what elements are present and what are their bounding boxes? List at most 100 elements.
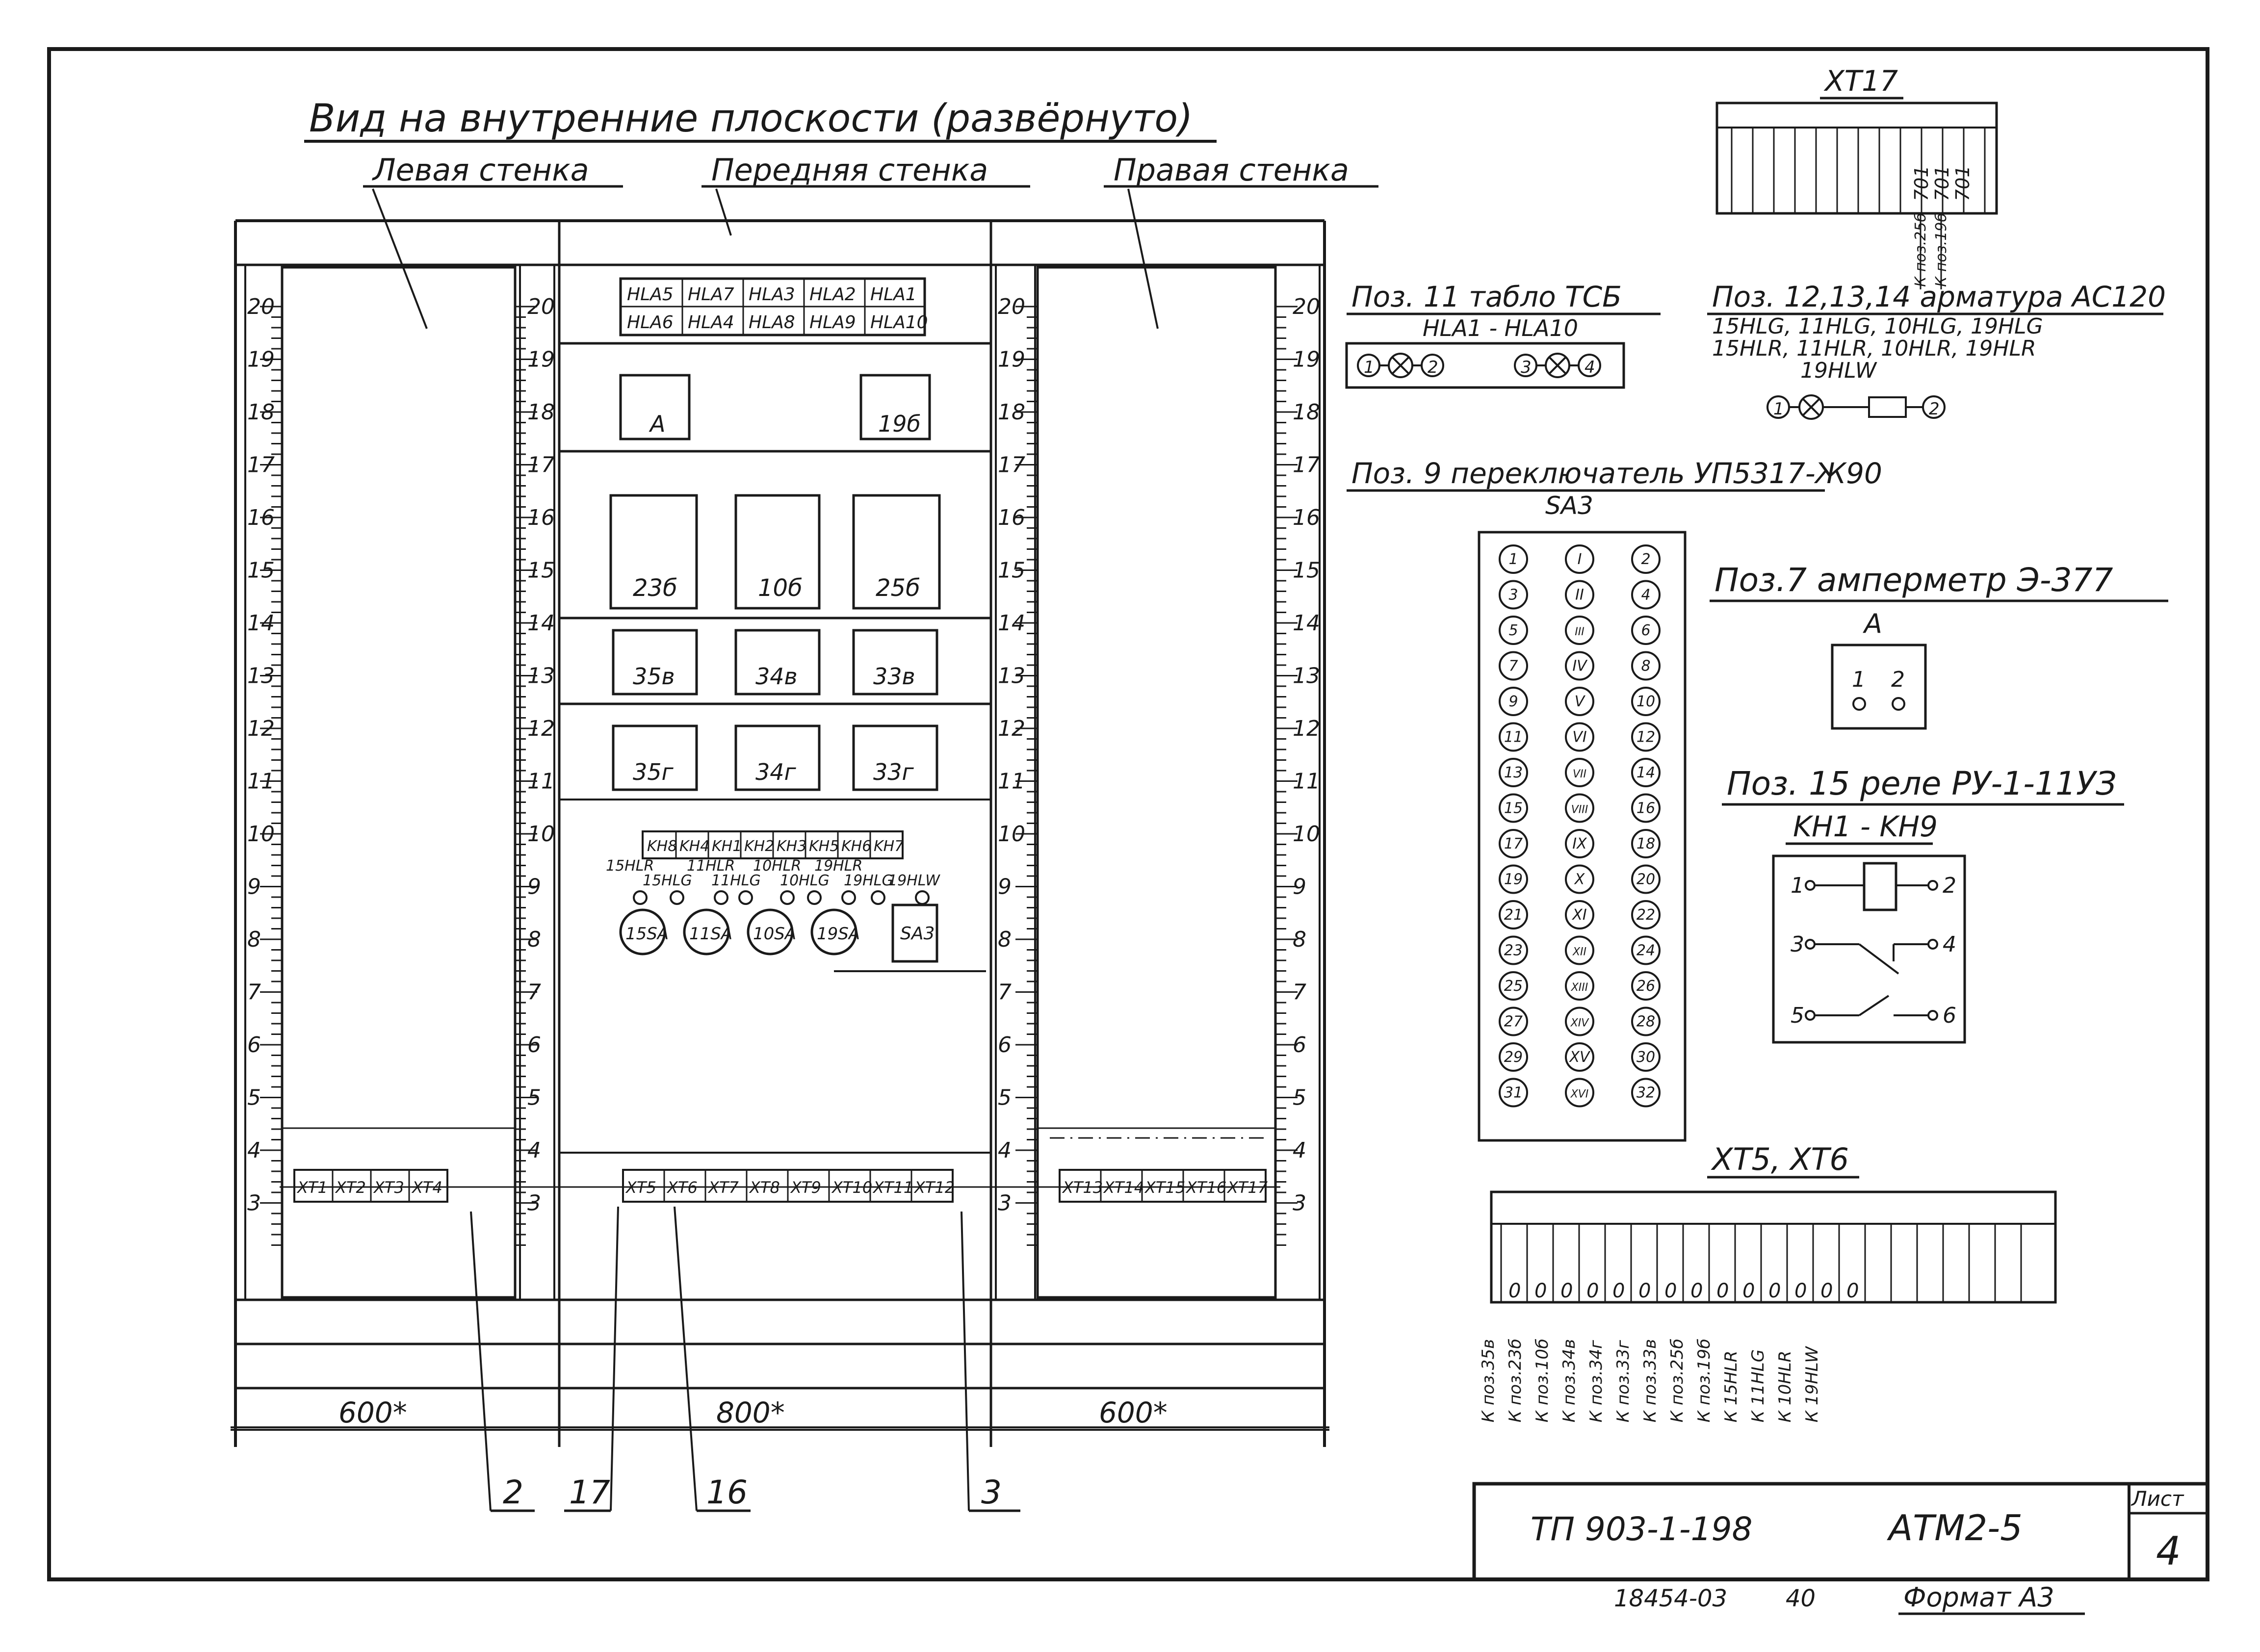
poz9-contact: 18 [1637,835,1655,852]
rail-number: 9 [527,875,541,900]
rail-number: 10 [1293,822,1320,847]
poz9-contact: 9 [1508,693,1518,710]
rail-number: 8 [1293,927,1306,952]
poz7-pin-1: 1 [1852,667,1866,692]
rail-number: 11 [527,769,555,794]
poz12-armatura: Поз. 12,13,14 арматура АС120 15HLG, 11HL… [1707,280,2166,420]
device-35v: 35в [633,663,675,690]
device-34g: 34г [755,759,797,785]
device-33v: 33в [873,663,915,690]
xt56-wire: К 11HLG [1748,1349,1768,1422]
rail-number: 8 [527,927,541,952]
footer-num2: 40 [1786,1585,1816,1612]
poz9-contact: I [1578,551,1582,568]
lamp-label: 11HLG [711,872,761,889]
rail-number: 5 [247,1085,261,1110]
rail-number: 14 [527,611,555,636]
xt56-mark: 0 [1820,1280,1833,1302]
tablo-label: HLA1 [870,284,917,305]
lamp [841,890,856,905]
rail-number: 12 [998,716,1025,741]
poz9-contact: VII [1573,768,1586,780]
wall-left-label: Левая стенка [372,152,589,188]
xt17-number: 701 [1931,165,1953,201]
relay-label: KH1 [712,838,742,855]
poz15-title: Поз. 15 реле РУ-1-11УЗ [1727,765,2116,802]
device-23b: 23б [633,574,677,602]
rail-number: 5 [998,1085,1012,1110]
rail-number: 11 [247,769,275,794]
rail-number: 17 [247,453,275,478]
lamp [780,890,795,905]
poz11-sub: HLA1 - HLA10 [1423,315,1578,341]
rail-number: 15 [247,558,275,583]
relay-label: KH2 [744,838,774,855]
rail-number: 6 [1293,1032,1306,1058]
poz9-contact: XV [1568,1049,1591,1066]
poz12-line3: 19HLW [1800,358,1877,383]
poz9-contact: X [1574,871,1585,888]
rail-number: 19 [1293,347,1320,372]
lamp [633,890,648,905]
xt56-wire: К поз.23б [1506,1339,1525,1422]
poz15-sub: KH1 - KH9 [1793,810,1938,843]
poz11-pin: 3 [1521,358,1532,377]
xt17-number: 701 [1952,165,1974,201]
poz7-pin-2: 2 [1891,667,1905,692]
tablo-label: HLA10 [870,312,928,333]
rail-number: 16 [247,505,275,530]
rail-number: 17 [998,453,1025,478]
poz9-contact: XIII [1571,981,1588,994]
device-35g: 35г [633,759,674,785]
rail-number: 9 [998,875,1012,900]
lamp [871,890,885,905]
poz12-line1: 15HLG, 11HLG, 10HLG, 19HLG [1712,314,2043,339]
rail-number: 16 [998,505,1025,530]
poz9-contact: 23 [1504,942,1523,959]
rail-number: 7 [247,980,261,1005]
footer-num1: 18454-03 [1614,1585,1727,1612]
rail-number: 19 [527,347,555,372]
relay-label: KH4 [679,838,709,855]
rail-number: 3 [998,1191,1012,1216]
tablo-label: HLA7 [688,284,734,305]
lamp-label: 10HLR [753,857,801,875]
rail-number: 3 [527,1191,541,1216]
tablo-label: HLA4 [688,312,734,333]
rail-number: 4 [527,1138,541,1163]
rail-number: 6 [527,1032,541,1058]
poz9-title: Поз. 9 переключатель УП5317-Ж90 [1351,457,1882,490]
poz11-pin: 4 [1585,358,1595,377]
relay-label: KH5 [809,838,839,855]
poz9-contact: 26 [1637,978,1655,995]
view-title: Вид на внутренние плоскости (развёрнуто) [309,97,1193,141]
poz12-line2: 15HLR, 11HLR, 10HLR, 19HLR [1712,336,2036,361]
wall-front-label: Передняя стенка [711,152,988,188]
poz9-contact: XVI [1570,1088,1589,1101]
xt56-mark: 0 [1560,1280,1573,1302]
rail-number: 16 [527,505,555,530]
poz11-pin: 1 [1364,358,1375,377]
xt56-wire: К поз.25б [1667,1339,1687,1422]
poz9-contact: 30 [1637,1049,1655,1066]
callout-3: 3 [981,1473,1002,1511]
poz9-contact: VI [1572,729,1587,746]
relay-label: KH3 [777,838,806,855]
poz9-contact: 11 [1504,729,1523,746]
sheet-label: Лист [2130,1487,2184,1511]
xt56-mark: 0 [1742,1280,1755,1302]
poz9-contact: 7 [1508,658,1518,675]
rail-number: 20 [247,294,275,319]
poz7-sub: А [1863,608,1882,639]
rail-number: 13 [247,664,275,689]
poz15-pin-1: 1 [1791,873,1804,898]
sheet-number: 4 [2156,1528,2181,1574]
